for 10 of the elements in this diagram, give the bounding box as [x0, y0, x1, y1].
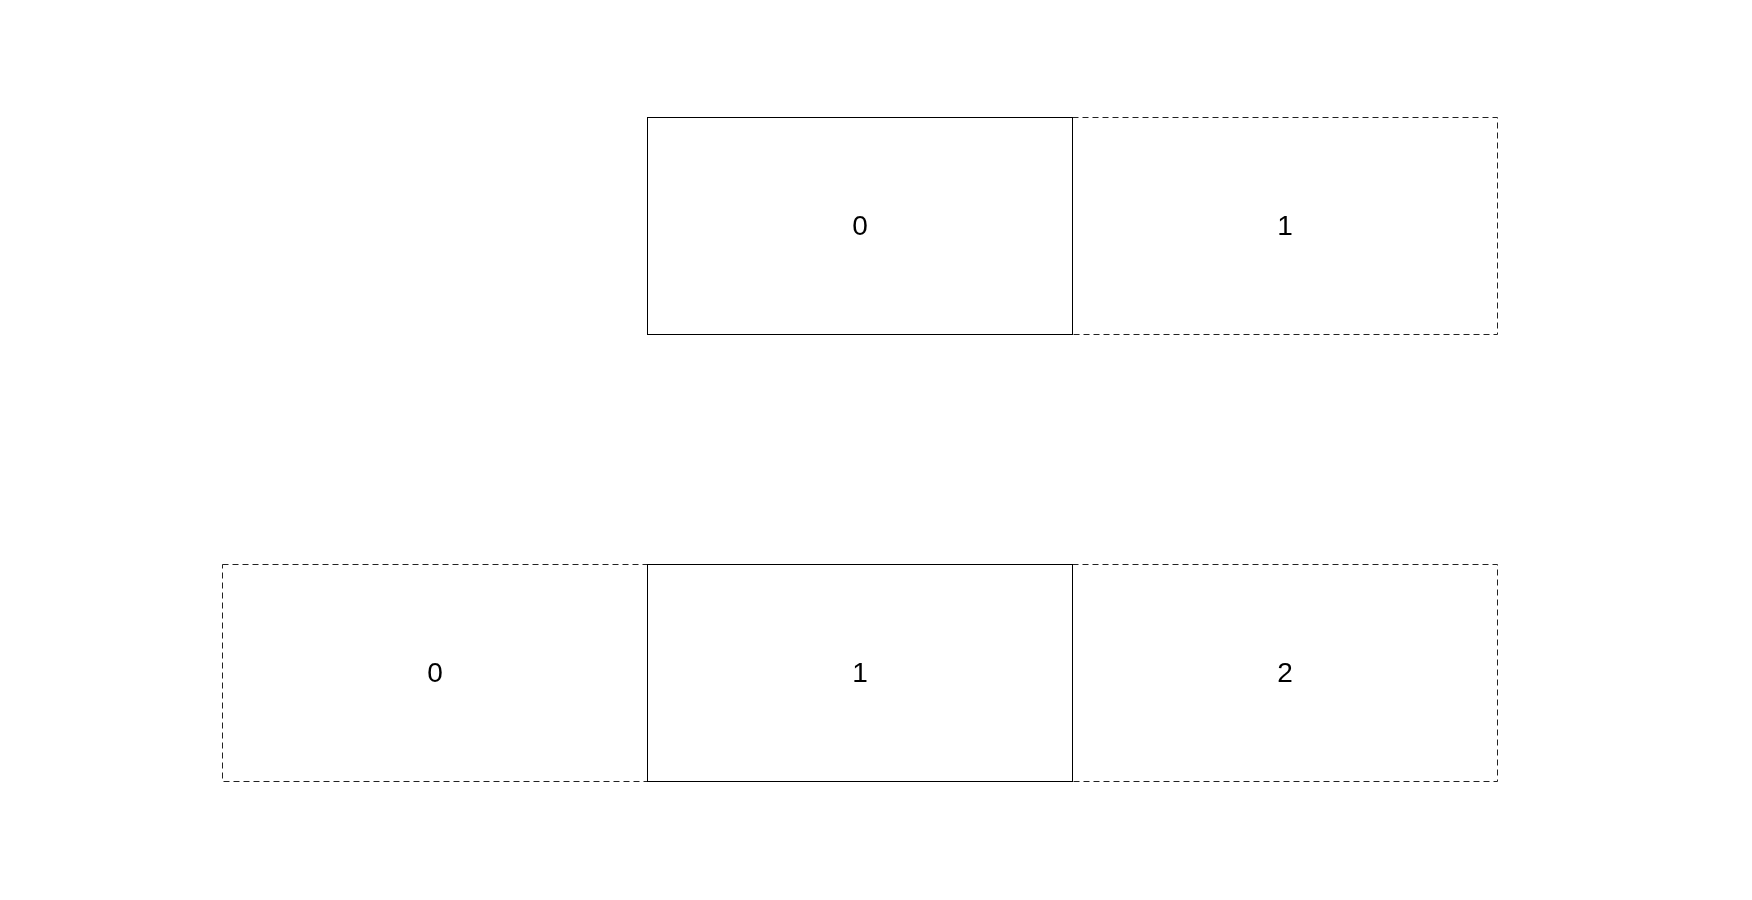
dashed-box: [1072, 117, 1498, 335]
box-label: 0: [427, 656, 443, 690]
process-box: [647, 564, 1073, 782]
box-label: 1: [852, 656, 868, 690]
box-label: 2: [1277, 656, 1293, 690]
dashed-box: [222, 564, 648, 782]
box-label: 0: [852, 209, 868, 243]
dashed-box: [1072, 564, 1498, 782]
process-box: [647, 117, 1073, 335]
box-label: 1: [1277, 209, 1293, 243]
